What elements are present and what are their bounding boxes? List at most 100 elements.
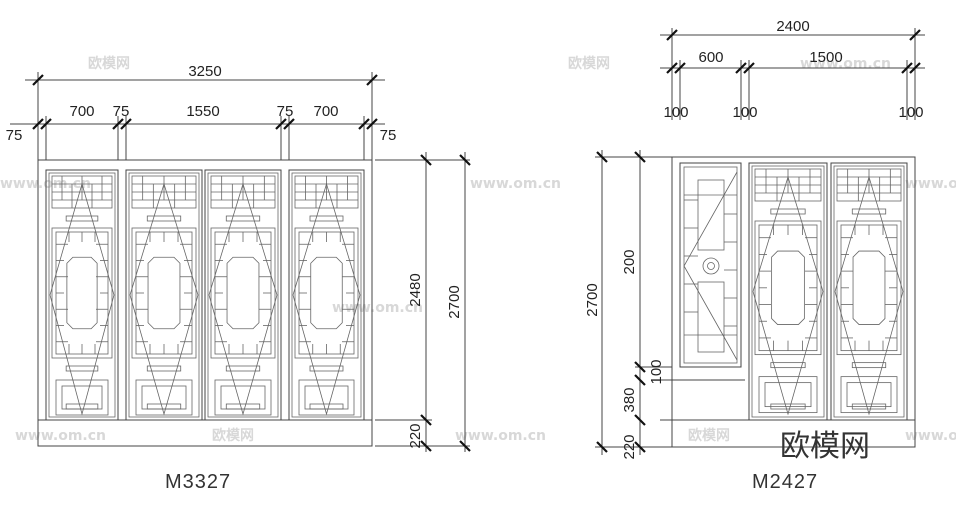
dim-text: 100 <box>648 359 665 384</box>
medallion <box>702 257 720 275</box>
panel-rect <box>65 365 99 372</box>
panel-rect <box>298 379 355 416</box>
panel-rect <box>748 162 828 421</box>
watermark-brand: 欧模网 <box>212 427 254 444</box>
dim-text: 600 <box>698 49 723 66</box>
swing-indicator <box>834 175 904 416</box>
elevation-label: M2427 <box>752 471 818 493</box>
right-door-leaves <box>748 162 908 421</box>
dim-text: 220 <box>407 423 424 448</box>
panel-rect <box>220 385 266 410</box>
panel-rect <box>146 365 182 372</box>
left-dim-vertical: 2480 2700 220 <box>375 152 471 452</box>
swing-indicator <box>292 182 361 416</box>
panel-rect <box>770 362 806 369</box>
swing-indicator <box>129 182 199 416</box>
right-dim-row2: 100 100 100 <box>663 104 923 121</box>
right-outer-frame <box>671 156 916 448</box>
panel-rect <box>225 365 261 372</box>
left-door-leaves <box>45 169 365 421</box>
door-leaf <box>288 169 365 421</box>
panel-rect <box>851 208 887 215</box>
panel-rect <box>146 215 182 222</box>
door-leaf <box>204 169 282 421</box>
panel-rect <box>679 162 742 368</box>
dim-text: 2700 <box>584 283 601 316</box>
octagon-window <box>147 256 181 330</box>
medallion <box>707 262 715 270</box>
panel-rect <box>294 227 359 359</box>
door-leaf <box>748 162 828 421</box>
door-leaf <box>125 169 203 421</box>
panel-rect <box>291 172 362 418</box>
watermark-url: www.om.cn <box>15 428 106 444</box>
left-dim-overall: 3250 <box>25 63 385 160</box>
swing-indicator <box>208 182 278 416</box>
panel-rect <box>45 169 119 421</box>
watermark-url: www.om.cn <box>905 428 956 444</box>
panel-rect <box>304 385 349 410</box>
dim-text: 220 <box>621 434 638 459</box>
panel-rect <box>125 169 203 421</box>
dim-text: 75 <box>6 127 23 144</box>
octagon-window <box>771 250 805 325</box>
left-dim-segments: 75 700 75 1550 75 700 75 <box>6 103 396 160</box>
panel-rect <box>61 385 103 410</box>
panel-rect <box>697 179 725 251</box>
dim-text: 3250 <box>188 63 221 80</box>
panel-rect <box>836 220 902 356</box>
dim-text: 100 <box>663 104 688 121</box>
octagon-window <box>226 256 260 330</box>
panel-rect <box>751 165 825 418</box>
panel-rect <box>683 166 738 364</box>
panel-rect <box>135 231 193 355</box>
right-dim-vertical: 2700 200 100 380 220 <box>584 150 672 460</box>
left-elevation: 3250 75 700 75 1550 75 700 75 <box>6 63 471 493</box>
elevation-label: M3327 <box>165 471 231 493</box>
panel-rect <box>298 231 355 355</box>
panel-rect <box>146 403 182 410</box>
panel-rect <box>131 227 197 359</box>
panel-rect <box>309 403 344 410</box>
panel-rect <box>51 227 113 359</box>
panel-rect <box>225 403 261 410</box>
dim-text: 100 <box>898 104 923 121</box>
watermark-brand-large: 欧模网 <box>780 429 870 464</box>
panel-rect <box>210 227 276 359</box>
panel-rect <box>128 172 200 418</box>
octagon-window <box>310 256 343 330</box>
panel-rect <box>207 172 279 418</box>
dim-text: 2400 <box>776 18 809 35</box>
panel-rect <box>65 215 99 222</box>
swing-indicator <box>49 182 115 416</box>
octagon-window <box>66 256 98 330</box>
door-leaf <box>830 162 908 421</box>
panel-rect <box>846 382 892 408</box>
panel-rect <box>770 403 806 410</box>
panel-rect <box>309 365 344 372</box>
side-window-panel <box>679 162 742 368</box>
dim-text: 200 <box>621 249 638 274</box>
panel-rect <box>135 379 193 416</box>
dim-text: 2700 <box>446 285 463 318</box>
panel-rect <box>48 172 116 418</box>
panel-rect <box>851 362 887 369</box>
watermark-url: www.om.cn <box>905 176 956 192</box>
panel-rect <box>214 379 272 416</box>
panel-rect <box>833 165 905 418</box>
dim-text: 700 <box>313 103 338 120</box>
swing-indicator <box>683 171 738 361</box>
panel-rect <box>754 220 822 356</box>
right-dim-row1: 600 1500 <box>660 49 925 120</box>
panel-rect <box>764 382 812 408</box>
dim-text: 75 <box>113 103 130 120</box>
watermark-url: www.om.cn <box>332 300 423 316</box>
dim-text: 75 <box>277 103 294 120</box>
panel-rect <box>214 231 272 355</box>
panel-rect <box>697 281 725 353</box>
panel-rect <box>204 169 282 421</box>
watermark-url: www.om.cn <box>455 428 546 444</box>
panel-rect <box>225 215 261 222</box>
watermark-brand: 欧模网 <box>688 427 730 444</box>
